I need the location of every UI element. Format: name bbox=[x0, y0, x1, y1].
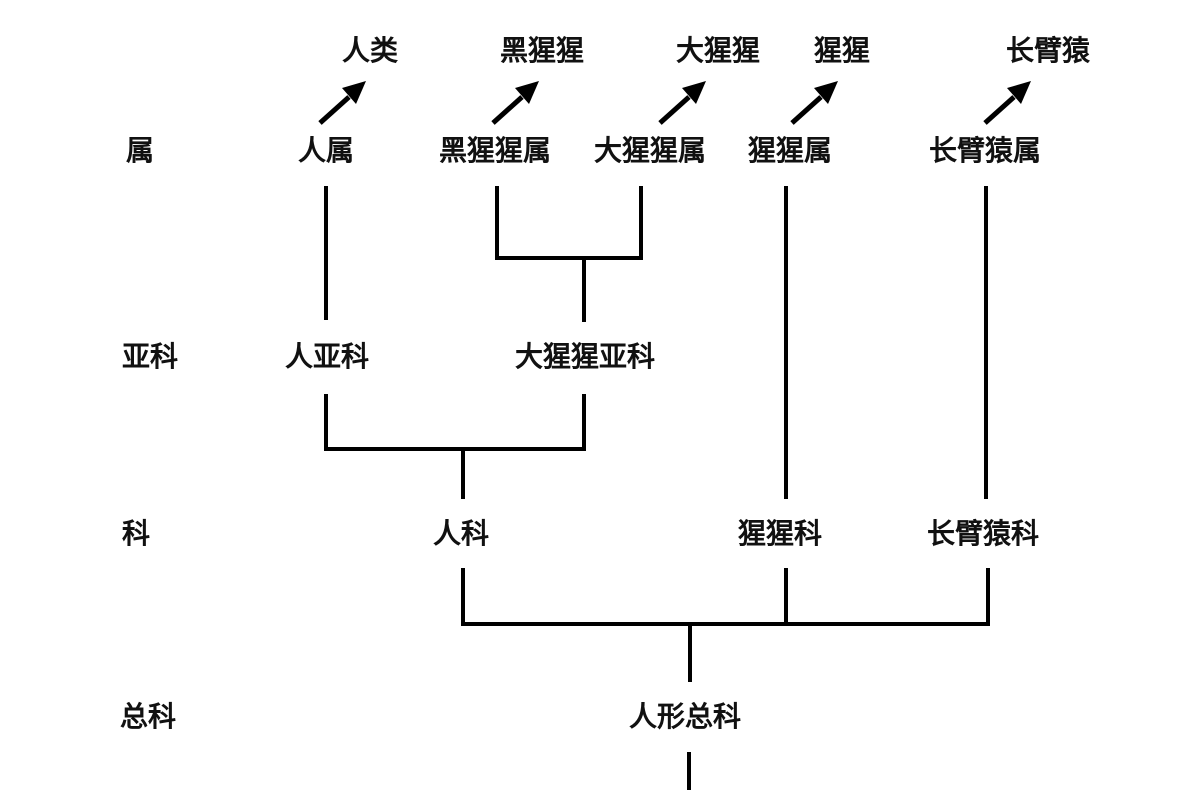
genus-homo: 人属 bbox=[298, 134, 354, 167]
species-gibbon: 长臂猿 bbox=[1006, 34, 1091, 67]
subfamily-gorillinae: 大猩猩亚科 bbox=[515, 340, 655, 373]
family-hylobatidae: 长臂猿科 bbox=[927, 517, 1039, 550]
tree-lines bbox=[324, 186, 990, 790]
arrow-gorilla bbox=[658, 81, 706, 125]
rank-label-superfamily: 总科 bbox=[120, 700, 176, 733]
species-orangutan: 猩猩 bbox=[814, 34, 870, 67]
rank-label-family: 科 bbox=[122, 517, 150, 550]
species-human: 人类 bbox=[342, 34, 398, 67]
species-gorilla: 大猩猩 bbox=[676, 34, 760, 67]
superfamily-hominoidea: 人形总科 bbox=[629, 700, 741, 733]
arrow-chimpanzee bbox=[491, 81, 539, 125]
genus-gorilla: 大猩猩属 bbox=[594, 134, 706, 167]
family-hominidae: 人科 bbox=[433, 517, 489, 550]
subfamily-homininae: 人亚科 bbox=[285, 340, 369, 373]
genus-pan: 黑猩猩属 bbox=[439, 134, 551, 167]
arrow-gibbon bbox=[983, 81, 1031, 125]
family-pongidae: 猩猩科 bbox=[738, 517, 822, 550]
genus-hylobates: 长臂猿属 bbox=[929, 134, 1041, 167]
arrow-orangutan bbox=[790, 81, 838, 125]
genus-pongo: 猩猩属 bbox=[748, 134, 832, 167]
arrow-human bbox=[318, 81, 366, 125]
rank-label-genus: 属 bbox=[126, 134, 154, 167]
rank-label-subfamily: 亚科 bbox=[122, 340, 178, 373]
species-chimpanzee: 黑猩猩 bbox=[500, 34, 584, 67]
